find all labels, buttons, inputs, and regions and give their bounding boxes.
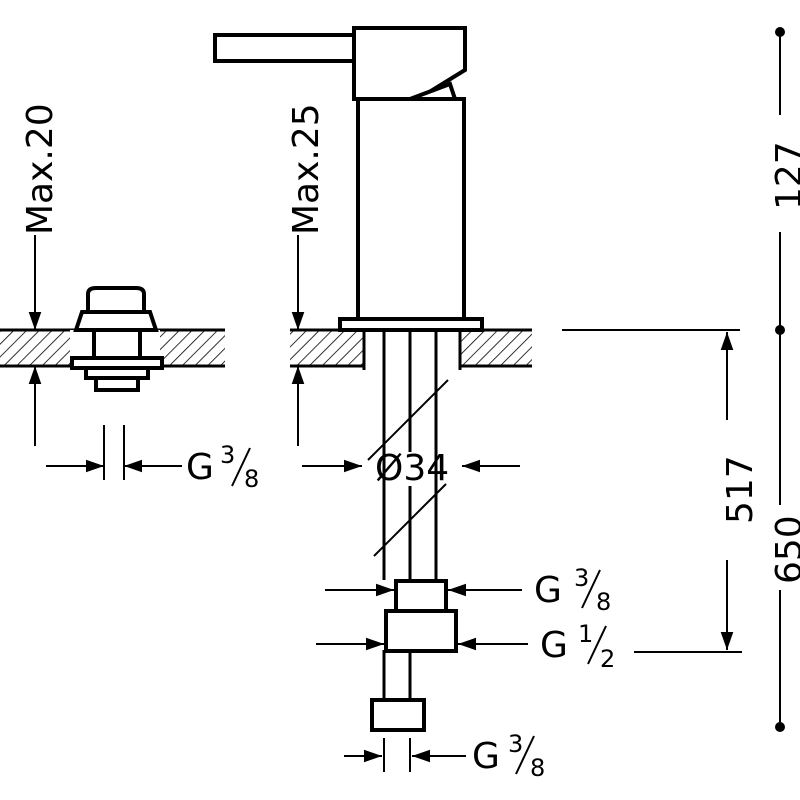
max-right-label: Max.25 bbox=[286, 103, 327, 235]
pipe-upper-num: 3 bbox=[574, 564, 589, 592]
bottom-thread-prefix: G bbox=[472, 736, 500, 777]
connector-upper: G 3 8 bbox=[325, 564, 611, 616]
left-fitting bbox=[70, 286, 164, 392]
dim-127-label: 127 bbox=[769, 141, 800, 210]
left-thread-prefix: G bbox=[186, 447, 214, 488]
pipe-lower-prefix: G bbox=[540, 625, 568, 666]
max-right-dimension: Max.25 bbox=[286, 103, 327, 446]
pipe-lower-num: 1 bbox=[578, 620, 593, 648]
dim-517-label: 517 bbox=[720, 455, 761, 524]
max-left-label: Max.20 bbox=[20, 103, 61, 235]
connector-lower: G 1 2 bbox=[316, 609, 615, 673]
pipe-upper-prefix: G bbox=[534, 570, 562, 611]
pipe-upper-den: 8 bbox=[596, 588, 611, 616]
bottom-thread-num: 3 bbox=[508, 730, 523, 758]
diameter-dimension: Ø34 bbox=[302, 448, 520, 489]
height-total-dimension: 127 650 bbox=[769, 27, 800, 732]
faucet bbox=[213, 26, 484, 332]
height-517-dimension: 517 bbox=[562, 329, 761, 653]
bottom-thread-den: 8 bbox=[530, 754, 545, 782]
left-thread-den: 8 bbox=[244, 465, 259, 493]
left-thread-num: 3 bbox=[220, 441, 235, 469]
pipe-lower-den: 2 bbox=[600, 645, 615, 673]
max-left-dimension: Max.20 bbox=[20, 103, 61, 446]
bottom-nut: G 3 8 bbox=[344, 698, 545, 782]
left-thread-dimension: G 3 8 bbox=[46, 425, 259, 493]
diameter-label: Ø34 bbox=[375, 448, 449, 489]
dim-650-label: 650 bbox=[769, 515, 800, 584]
supply-hoses bbox=[367, 330, 449, 700]
